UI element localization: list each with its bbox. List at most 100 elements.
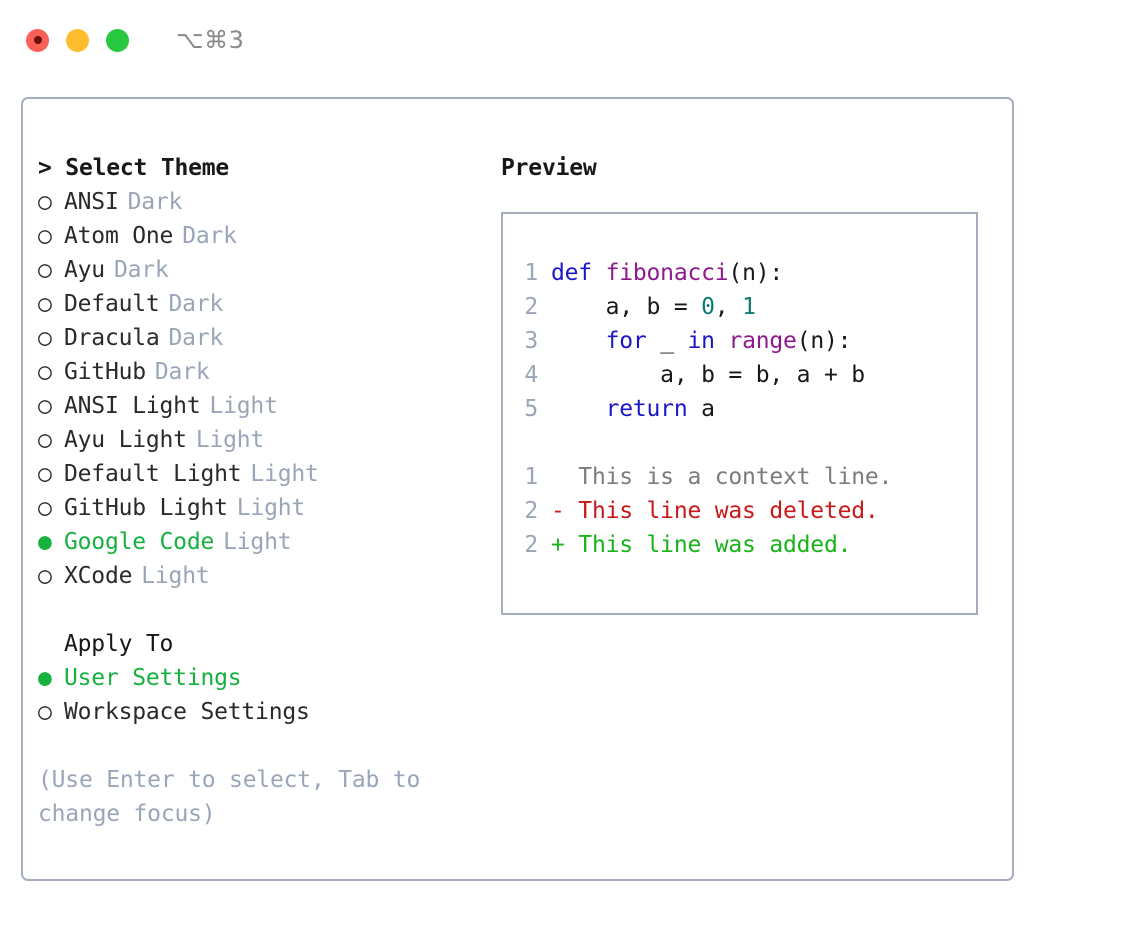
diff-line-number: 2 (524, 532, 538, 558)
code-token-pl (551, 396, 606, 422)
theme-option-label: Default Light (64, 461, 242, 487)
theme-option-label: Default (64, 291, 160, 317)
apply-to-option-label: User Settings (64, 665, 242, 691)
spacer (521, 426, 976, 460)
maximize-button[interactable] (106, 28, 129, 52)
theme-option-tag: Light (195, 427, 265, 453)
radio-selected-icon: ● (38, 529, 52, 555)
radio-unselected-icon: ○ (38, 495, 52, 521)
radio-unselected-icon: ○ (38, 699, 52, 725)
theme-option-tag: Dark (182, 223, 237, 249)
theme-option-label: Ayu (64, 257, 105, 283)
code-line-text: def fibonacci(n): (551, 256, 783, 290)
radio-unselected-icon: ○ (38, 189, 52, 215)
diff-line-text: + This line was added. (551, 532, 852, 558)
diff-line-text: - This line was deleted. (551, 498, 879, 524)
theme-option-label: Ayu Light (64, 427, 187, 453)
code-token-pl (551, 328, 606, 354)
theme-option-tag: Dark (168, 291, 224, 317)
code-token-pl: a, b = (551, 294, 702, 320)
code-line: 5 return a (521, 392, 976, 426)
recording-indicator-icon (33, 36, 42, 44)
radio-unselected-icon: ○ (38, 563, 52, 589)
theme-option-tag: Light (250, 461, 319, 487)
spacer (38, 593, 498, 627)
diff-line-text: This is a context line. (551, 464, 893, 490)
code-line: 3 for _ in range(n): (521, 324, 976, 358)
theme-option-tag: Light (209, 393, 278, 419)
theme-option-label: Google Code (64, 529, 215, 555)
select-theme-heading: > Select Theme (38, 155, 230, 181)
radio-unselected-icon: ○ (38, 223, 52, 249)
theme-option-label: GitHub Light (64, 495, 228, 521)
theme-option-default[interactable]: ○ Default Dark (38, 287, 498, 321)
theme-option-ayu-light[interactable]: ○ Ayu Light Light (38, 423, 498, 457)
code-token-pl: _ (646, 328, 688, 354)
theme-option-tag: Dark (113, 257, 169, 283)
code-line-number: 3 (524, 328, 538, 354)
radio-unselected-icon: ○ (38, 325, 52, 351)
code-token-pl: a, b = b, a + b (551, 362, 865, 388)
apply-to-option-user-settings[interactable]: ●User Settings (38, 661, 498, 695)
apply-to-option-label: Workspace Settings (64, 699, 310, 725)
code-token-num: 1 (742, 294, 756, 320)
diff-line-number: 1 (524, 464, 538, 490)
theme-option-label: GitHub (64, 359, 146, 385)
diff-sample: 1 This is a context line. 2 - This line wa… (521, 460, 976, 562)
code-token-pl (715, 328, 729, 354)
code-token-fn: fibonacci (605, 260, 729, 286)
code-line: 4 a, b = b, a + b (521, 358, 976, 392)
code-line-text: a, b = 0, 1 (551, 290, 756, 324)
code-token-kw: in (687, 328, 715, 354)
code-line-text: a, b = b, a + b (551, 358, 865, 392)
theme-option-tag: Dark (168, 325, 224, 351)
code-token-kw: return (605, 396, 688, 422)
theme-option-ansi-light[interactable]: ○ ANSI Light Light (38, 389, 498, 423)
radio-unselected-icon: ○ (38, 461, 52, 487)
theme-option-atom-one[interactable]: ○ Atom One Dark (38, 219, 498, 253)
diff-line-del: 2 - This line was deleted. (521, 494, 976, 528)
close-button[interactable] (26, 28, 49, 52)
theme-option-github-light[interactable]: ○ GitHub Light Light (38, 491, 498, 525)
theme-option-tag: Light (236, 495, 306, 521)
radio-unselected-icon: ○ (38, 291, 52, 317)
radio-unselected-icon: ○ (38, 393, 52, 419)
theme-option-ayu[interactable]: ○ Ayu Dark (38, 253, 498, 287)
diff-line-number: 2 (524, 498, 538, 524)
diff-line-add: 2 + This line was added. (521, 528, 976, 562)
code-token-pl: (n): (728, 260, 784, 286)
code-token-fn: range (728, 328, 797, 354)
code-line-number: 4 (524, 362, 538, 388)
theme-option-label: XCode (64, 563, 133, 589)
radio-unselected-icon: ○ (38, 359, 52, 385)
theme-option-tag: Dark (127, 189, 183, 215)
preview-heading: Preview (501, 155, 597, 181)
keyboard-hint-text: (Use Enter to select, Tab to change focu… (38, 767, 434, 827)
code-token-pl: , (714, 294, 743, 320)
theme-option-label: ANSI Light (64, 393, 201, 419)
minimize-button[interactable] (66, 28, 89, 52)
theme-option-label: Atom One (64, 223, 174, 249)
code-token-kw: def (551, 260, 606, 286)
apply-to-option-workspace-settings[interactable]: ○ Workspace Settings (38, 695, 498, 729)
code-line: 2 a, b = 0, 1 (521, 290, 976, 324)
code-token-kw: for (605, 328, 647, 354)
theme-option-default-light[interactable]: ○ Default Light Light (38, 457, 498, 491)
code-line-number: 2 (524, 294, 538, 320)
code-line-text: return a (551, 392, 715, 426)
apply-to-heading: Apply To (64, 631, 174, 657)
radio-unselected-icon: ○ (38, 427, 52, 453)
code-token-pl: a (687, 396, 715, 422)
radio-unselected-icon: ○ (38, 257, 52, 283)
